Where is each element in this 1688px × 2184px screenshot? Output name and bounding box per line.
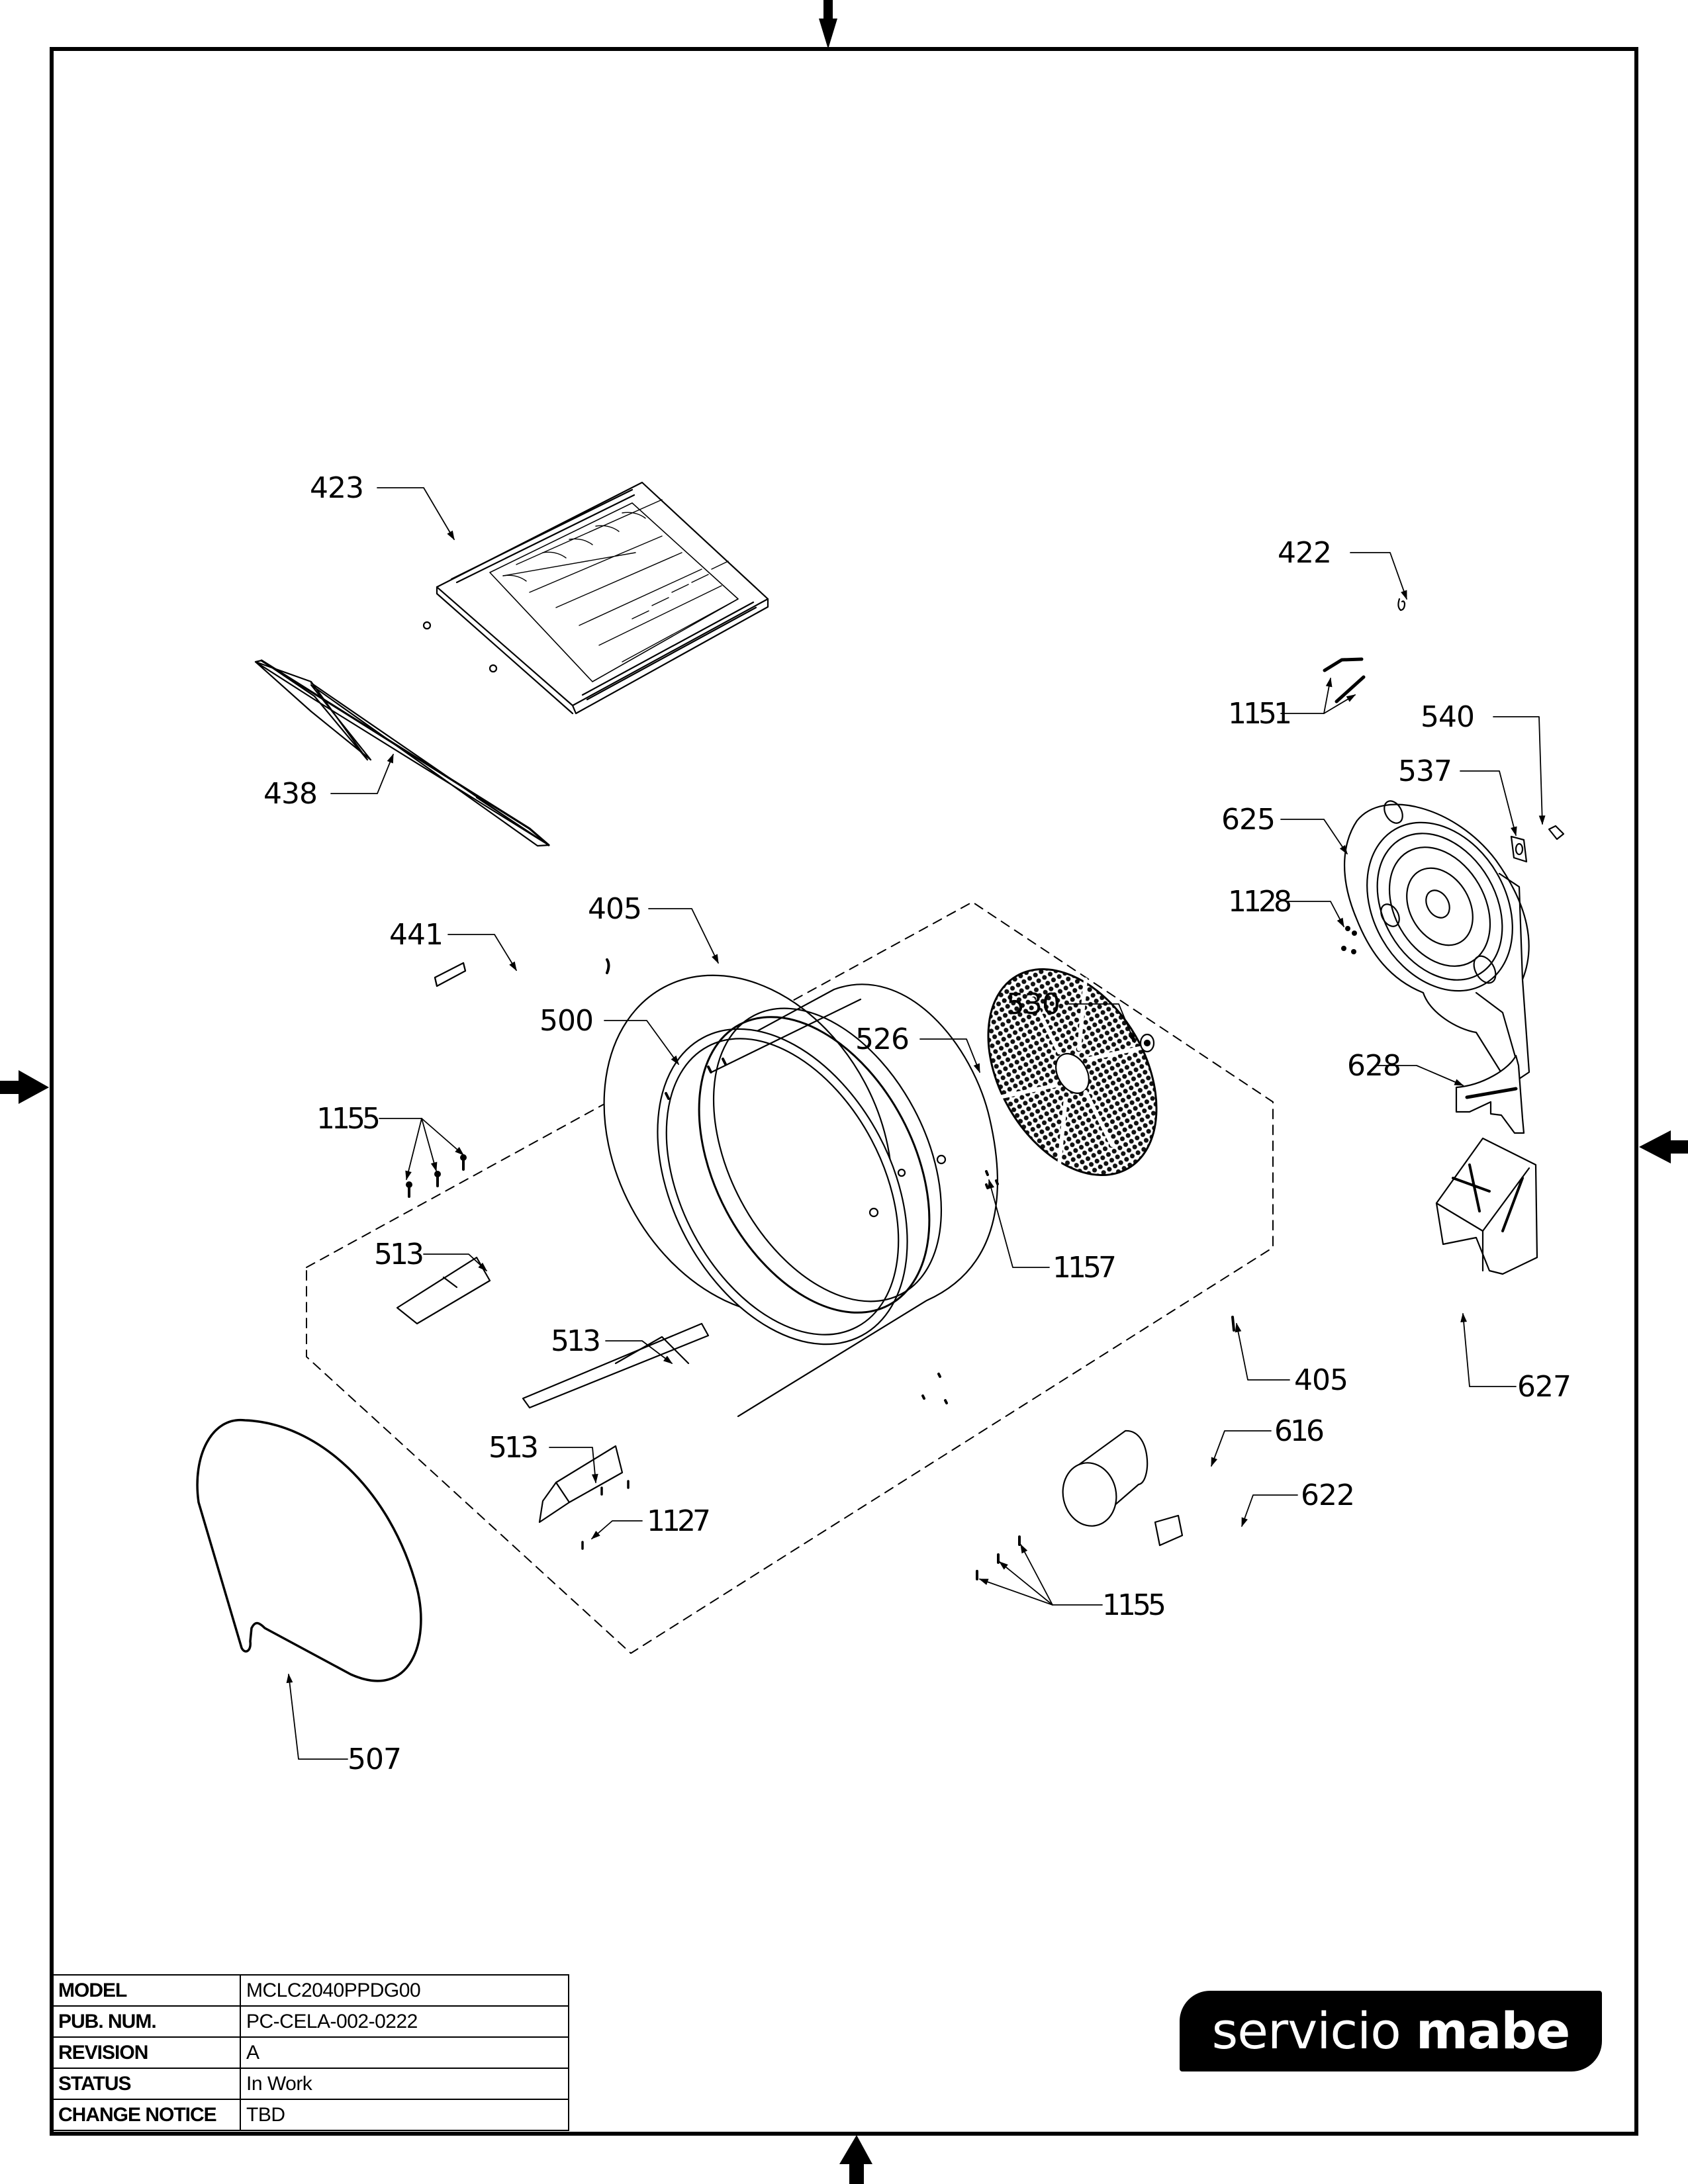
- model-label: MODEL: [52, 1974, 241, 2007]
- part-513-lifter-c: [538, 1445, 624, 1524]
- part-616-heater: [1062, 1430, 1149, 1527]
- part-438-duct-strip: [254, 659, 550, 847]
- callout-537: 537: [1398, 754, 1452, 788]
- arrow-right-icon: [0, 1070, 49, 1104]
- callout-616: 616: [1274, 1414, 1325, 1448]
- model-value: MCLC2040PPDG00: [240, 1974, 569, 2007]
- part-422-clip: [1397, 598, 1406, 612]
- callout-513-c: 513: [489, 1431, 539, 1465]
- callout-1155-upper: 1155: [316, 1102, 381, 1136]
- part-1151-pins: [1323, 657, 1366, 704]
- pub-num-value: PC-CELA-002-0222: [240, 2005, 569, 2038]
- part-627-duct-box: [1435, 1137, 1538, 1275]
- callout-540: 540: [1421, 700, 1475, 734]
- callout-1155-lower: 1155: [1102, 1588, 1166, 1622]
- part-1127-screws: [581, 1480, 630, 1550]
- change-notice-value: TBD: [240, 2099, 569, 2131]
- part-441-clip: [434, 962, 467, 987]
- callout-627: 627: [1517, 1370, 1571, 1404]
- part-537-bracket: [1510, 835, 1528, 863]
- callout-507: 507: [348, 1743, 402, 1776]
- title-block-row: PUB. NUM. PC-CELA-002-0222: [52, 2005, 569, 2038]
- part-622-thermostat: [1154, 1514, 1184, 1547]
- logo-word-servicio: servicio: [1211, 2001, 1401, 2060]
- callout-405-upper: 405: [588, 892, 642, 926]
- callout-441: 441: [389, 918, 444, 952]
- status-value: In Work: [240, 2068, 569, 2100]
- callout-513-a: 513: [374, 1238, 424, 1271]
- callout-622: 622: [1301, 1479, 1355, 1512]
- callout-405-lower: 405: [1294, 1363, 1348, 1397]
- callout-628: 628: [1347, 1049, 1401, 1083]
- revision-label: REVISION: [52, 2036, 241, 2069]
- arrow-left-icon: [1639, 1130, 1688, 1163]
- part-405-screw-lower: [1231, 1316, 1235, 1332]
- title-block-row: MODEL MCLC2040PPDG00: [52, 1974, 569, 2007]
- part-513-lifter-b: [522, 1322, 710, 1409]
- part-405-screw-upper: [606, 958, 610, 974]
- servicio-mabe-logo: servicio mabe: [1180, 1991, 1602, 2071]
- callout-513-b: 513: [551, 1324, 601, 1358]
- leader-lines: [286, 487, 1546, 1760]
- drawing-frame: [50, 47, 1638, 2136]
- callout-1127: 1127: [647, 1504, 711, 1538]
- part-423-tray: [422, 481, 769, 715]
- callout-526: 526: [855, 1023, 910, 1056]
- change-notice-label: CHANGE NOTICE: [52, 2099, 241, 2131]
- part-drum: [603, 974, 998, 1418]
- part-625-blower-housing: [1343, 800, 1530, 1087]
- part-1155-screws-left: [406, 1154, 467, 1198]
- callout-1151: 1151: [1228, 697, 1292, 731]
- callout-423: 423: [310, 471, 364, 505]
- part-513-lifter-a: [396, 1256, 491, 1325]
- arrow-down-icon: [819, 0, 837, 49]
- part-1128-screws: [1341, 926, 1357, 954]
- part-drum-screws: [665, 1058, 999, 1404]
- part-628-bracket: [1455, 1054, 1525, 1134]
- callout-530: 530: [1006, 987, 1060, 1021]
- title-block-row: REVISION A: [52, 2036, 569, 2069]
- callout-422: 422: [1278, 536, 1332, 570]
- part-1155-screws-lower: [976, 1535, 1021, 1580]
- title-block: MODEL MCLC2040PPDG00 PUB. NUM. PC-CELA-0…: [52, 1974, 569, 2131]
- status-label: STATUS: [52, 2068, 241, 2100]
- callout-625: 625: [1221, 803, 1276, 837]
- title-block-row: CHANGE NOTICE TBD: [52, 2099, 569, 2131]
- pub-num-label: PUB. NUM.: [52, 2005, 241, 2038]
- part-526-drum-back: [987, 968, 1158, 1177]
- arrow-up-icon: [839, 2135, 872, 2184]
- part-507-panel: [196, 1418, 422, 1682]
- callout-438: 438: [263, 777, 318, 811]
- part-530-bearing: [1139, 1033, 1155, 1053]
- callout-1157: 1157: [1053, 1251, 1117, 1285]
- callout-1128: 1128: [1228, 885, 1292, 919]
- part-500-assembly-outline: [306, 901, 1274, 1654]
- logo-word-mabe: mabe: [1415, 2001, 1570, 2060]
- revision-value: A: [240, 2036, 569, 2069]
- title-block-row: STATUS In Work: [52, 2068, 569, 2100]
- callout-500: 500: [539, 1004, 594, 1038]
- part-540-nut: [1548, 825, 1565, 841]
